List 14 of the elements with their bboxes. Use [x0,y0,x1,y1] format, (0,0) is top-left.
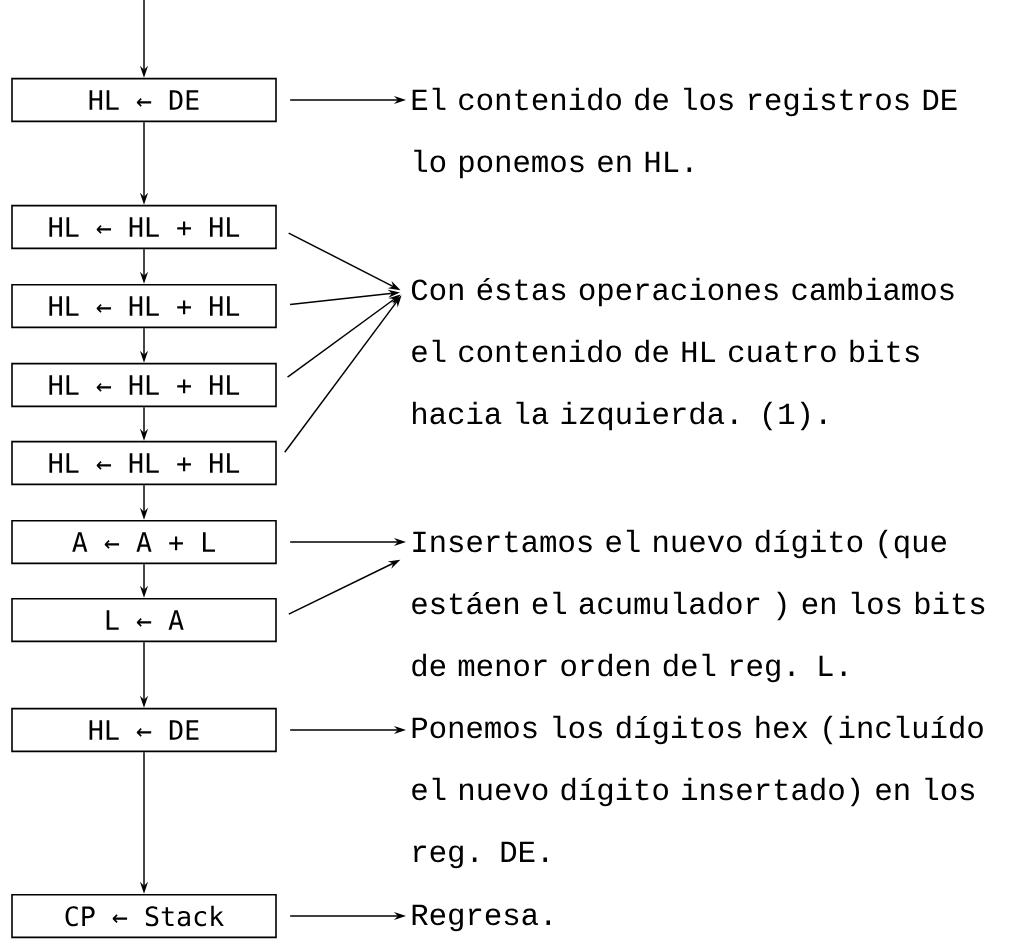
note-text: El contenido de los registros DE lo ponemos en HL. [412,87,957,179]
process-box: A ← A + L [11,519,277,565]
note-text: Ponemos los dígitos hex (incluído el nuevo dígito insertado) en los reg. DE. [412,715,983,869]
note-text: Con éstas operaciones cambiamos el contenido de HL cuatro bits hacia la izquierda. (1). [411,277,954,431]
process-box: HL ← DE [11,77,277,123]
note-text: Regresa. [412,904,551,932]
process-box: CP ← Stack [11,893,277,939]
process-box: L ← A [11,597,277,643]
process-box: HL ← HL + HL [11,283,277,329]
process-box: HL ← HL + HL [11,362,277,408]
process-box: HL ← HL + HL [11,440,277,486]
process-box: HL ← HL + HL [11,204,277,250]
note-text: Insertamos el nuevo dígito (que estáen el acumulador ) en los bits de menor orden del reg. L. [412,529,985,683]
process-box: HL ← DE [11,707,277,753]
